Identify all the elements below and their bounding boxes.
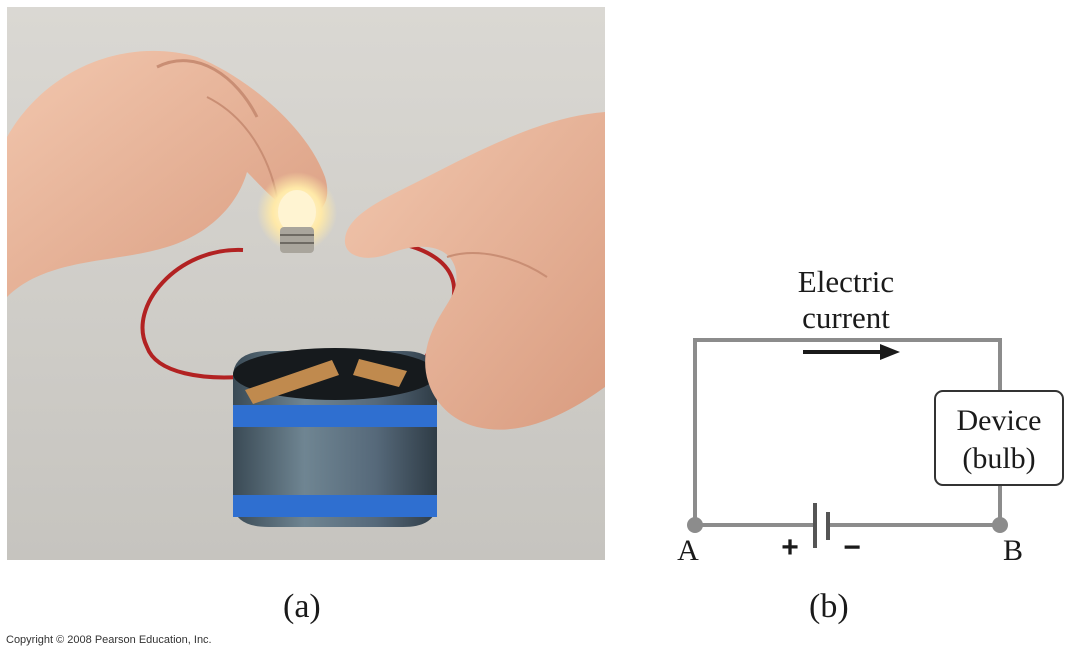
panel-a-label: (a) — [283, 588, 321, 625]
terminal-b-dot — [992, 517, 1008, 533]
current-label-line1: Electric — [798, 264, 894, 299]
battery-plus-label: + — [781, 531, 799, 564]
device-label-line2: (bulb) — [962, 442, 1035, 475]
battery-bulb-photo — [7, 7, 605, 560]
battery-icon — [233, 348, 437, 527]
terminal-a-label: A — [677, 534, 699, 567]
terminal-a-dot — [687, 517, 703, 533]
panel-b-label: (b) — [809, 588, 849, 625]
hand-icon — [344, 112, 605, 430]
copyright-notice: Copyright © 2008 Pearson Education, Inc. — [6, 634, 212, 646]
battery-minus-label: − — [843, 531, 861, 564]
device-box — [934, 390, 1064, 486]
device-label-line1: Device — [957, 404, 1042, 437]
current-label-line2: current — [802, 300, 890, 335]
circuit-diagram: Device (bulb) Electric current A B + − — [677, 264, 1064, 567]
light-bulb-icon — [257, 172, 337, 253]
current-arrow-icon — [803, 344, 900, 360]
terminal-b-label: B — [1003, 534, 1023, 567]
